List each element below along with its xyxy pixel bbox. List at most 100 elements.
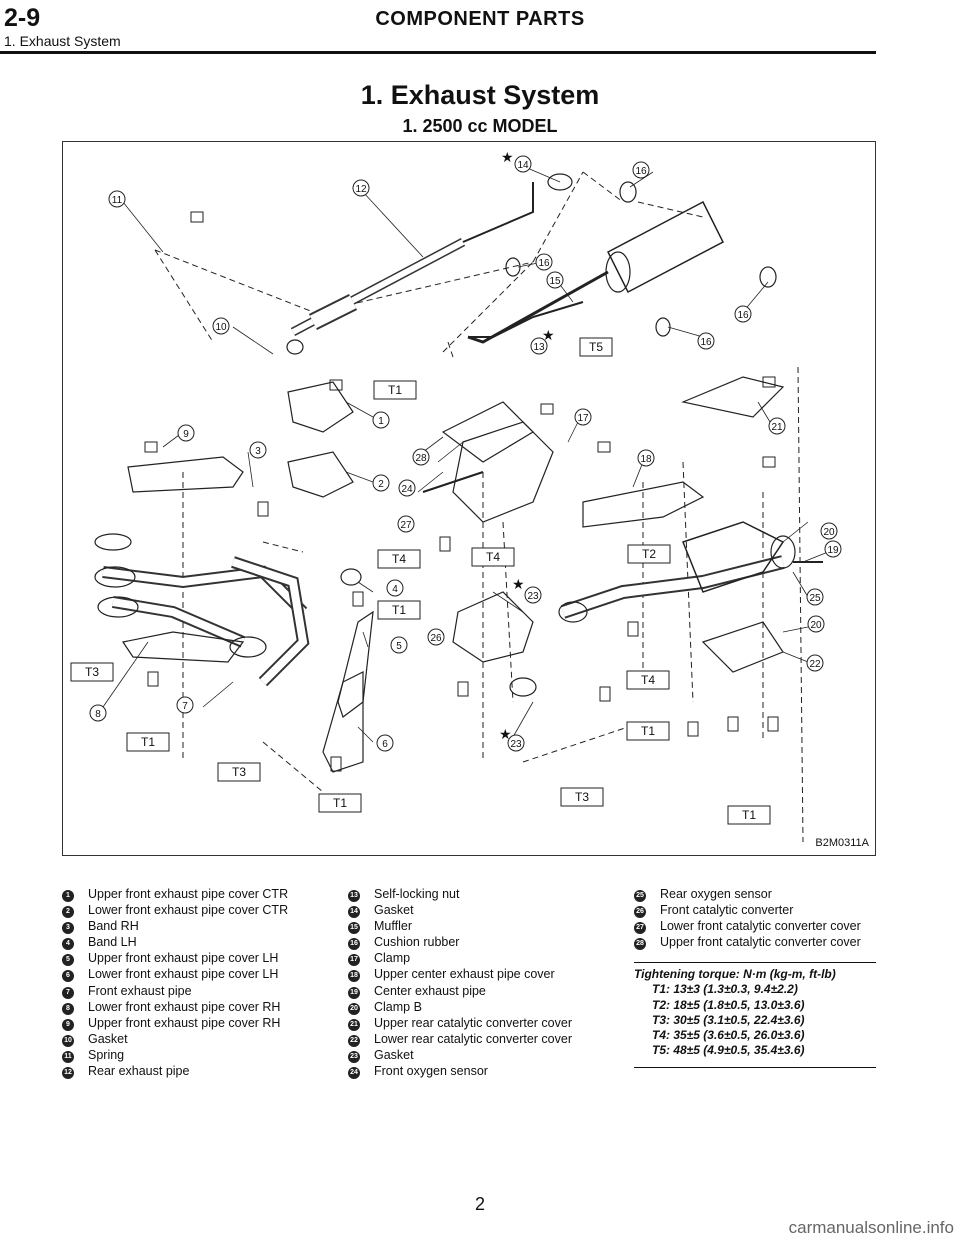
torque-line-t3: T3: 30±5 (3.1±0.5, 22.4±3.6): [652, 1012, 805, 1027]
tag-t2: T2: [627, 544, 671, 564]
svg-text:★: ★: [499, 727, 512, 743]
header-subtitle: 1. Exhaust System: [4, 33, 121, 49]
svg-text:12: 12: [355, 184, 367, 195]
callout-12: 12: [352, 179, 370, 197]
callout-2: 2: [372, 474, 390, 492]
callout-16-c: 16: [734, 305, 752, 323]
svg-text:25: 25: [809, 593, 821, 604]
svg-text:4: 4: [392, 584, 398, 595]
svg-text:★: ★: [501, 150, 514, 166]
header-rule: [0, 51, 876, 54]
callout-8: 8: [89, 704, 107, 722]
callout-16-b: 16: [535, 253, 553, 271]
svg-text:T1: T1: [742, 808, 756, 822]
svg-text:13: 13: [533, 342, 545, 353]
callout-19: 19: [824, 540, 842, 558]
svg-text:7: 7: [182, 701, 188, 712]
exhaust-system-diagram: ★★ ★★ 11 12 14 16 16 15 16 16 13 10 1 2 …: [62, 141, 876, 856]
callout-16-a: 16: [632, 161, 650, 179]
diagram-drawing: ★★ ★★: [94, 150, 829, 843]
svg-text:17: 17: [577, 413, 589, 424]
callout-4: 4: [386, 579, 404, 597]
callout-20-a: 20: [820, 522, 838, 540]
svg-text:24: 24: [401, 484, 413, 495]
figure-id: B2M0311A: [815, 837, 869, 849]
svg-text:23: 23: [510, 739, 522, 750]
callout-15: 15: [546, 271, 564, 289]
svg-text:19: 19: [827, 545, 839, 556]
callout-21: 21: [768, 417, 786, 435]
svg-text:20: 20: [810, 620, 822, 631]
callout-14: 14: [514, 155, 532, 173]
callout-20-b: 20: [807, 615, 825, 633]
svg-text:22: 22: [809, 659, 821, 670]
tag-t1-f: T1: [727, 805, 771, 825]
svg-text:T2: T2: [642, 547, 656, 561]
svg-text:18: 18: [640, 454, 652, 465]
svg-text:23: 23: [527, 591, 539, 602]
tag-t3-b: T3: [217, 762, 261, 782]
tag-t4-c: T4: [626, 670, 670, 690]
callout-25: 25: [806, 588, 824, 606]
svg-text:T1: T1: [392, 603, 406, 617]
tag-t1-b: T1: [377, 600, 421, 620]
svg-text:9: 9: [183, 429, 189, 440]
callout-24: 24: [398, 479, 416, 497]
svg-text:2: 2: [378, 479, 384, 490]
callout-23-b: 23: [507, 734, 525, 752]
torque-line-t5: T5: 48±5 (4.9±0.5, 35.4±3.6): [652, 1043, 805, 1058]
callout-1: 1: [372, 411, 390, 429]
svg-text:16: 16: [538, 258, 550, 269]
svg-text:T4: T4: [486, 550, 500, 564]
tag-t1-a: T1: [373, 380, 417, 400]
torque-line-t1: T1: 13±3 (1.3±0.3, 9.4±2.2): [652, 982, 798, 997]
svg-text:3: 3: [255, 446, 261, 457]
tag-t1-e: T1: [318, 793, 362, 813]
callout-5: 5: [390, 636, 408, 654]
callout-26: 26: [427, 628, 445, 646]
callout-16-d: 16: [697, 332, 715, 350]
svg-text:10: 10: [215, 322, 227, 333]
watermark: carmanualsonline.info: [788, 1218, 954, 1237]
tag-t3-c: T3: [560, 787, 604, 807]
svg-text:★: ★: [542, 328, 555, 344]
callout-9: 9: [177, 424, 195, 442]
svg-text:T3: T3: [232, 765, 246, 779]
svg-text:27: 27: [400, 520, 412, 531]
svg-text:T3: T3: [575, 790, 589, 804]
model-subtitle: 1. 2500 cc MODEL: [402, 116, 558, 136]
svg-text:21: 21: [771, 422, 783, 433]
svg-text:15: 15: [549, 276, 561, 287]
callout-27: 27: [397, 515, 415, 533]
tag-t5: T5: [579, 337, 613, 357]
svg-text:11: 11: [112, 195, 123, 206]
tightening-torque-box: Tightening torque: N·m (kg-m, ft-lb) T1:…: [634, 962, 876, 1068]
callout-22: 22: [806, 654, 824, 672]
svg-text:T1: T1: [333, 796, 347, 810]
svg-text:14: 14: [517, 160, 529, 171]
svg-text:1: 1: [378, 416, 384, 427]
callout-10: 10: [212, 317, 230, 335]
svg-text:T5: T5: [589, 340, 603, 354]
